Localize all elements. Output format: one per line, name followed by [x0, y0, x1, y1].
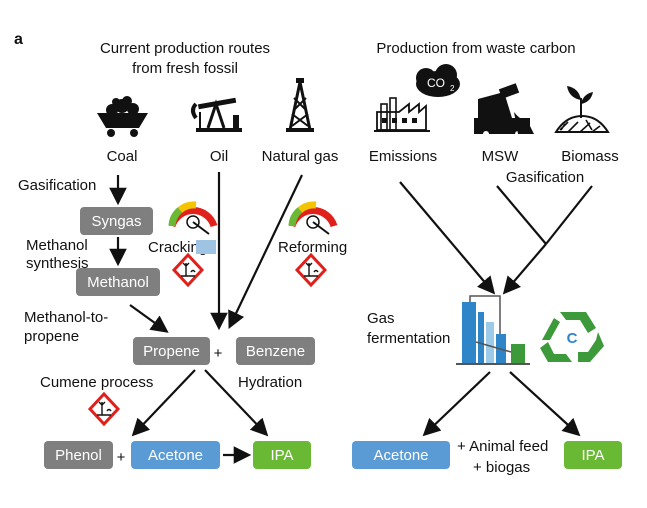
- reforming-energy-gauge-icon: [288, 201, 338, 235]
- right-heading: Production from waste carbon: [376, 40, 575, 57]
- arrow-propene-to-ipa: [204, 369, 269, 437]
- left-heading-line1: Current production routes: [100, 40, 270, 57]
- acetone-box-right: Acetone: [352, 441, 450, 469]
- gasification-label-right: Gasification: [506, 169, 584, 186]
- acetone-box-right-label: Acetone: [373, 447, 428, 464]
- methanol-box-label: Methanol: [87, 274, 149, 291]
- source-label-msw: MSW: [482, 148, 520, 165]
- methanol-to-propene-label-line2: propene: [24, 328, 79, 345]
- byproducts-label-line2: + biogas: [473, 459, 530, 476]
- ipa-box-right-label: IPA: [581, 447, 604, 464]
- methanol-synthesis-label-line2: synthesis: [26, 255, 89, 272]
- factory-emissions-icon: [374, 97, 430, 132]
- benzene-box-label: Benzene: [246, 343, 305, 360]
- syngas-box: Syngas: [80, 207, 153, 235]
- oil-pumpjack-icon: [191, 97, 242, 132]
- coal-cart-icon: [97, 96, 148, 137]
- byproducts-label-line1: + Animal feed: [457, 438, 548, 455]
- gas-fermentation-label-line2: fermentation: [367, 330, 450, 347]
- acetone-box-left-label: Acetone: [148, 447, 203, 464]
- arrow-methanol-to-propene: [129, 304, 169, 333]
- ipa-box-left: IPA: [253, 441, 311, 469]
- gas-fermenter-icon: [456, 295, 530, 365]
- benzene-box: Benzene: [236, 337, 315, 365]
- propene-box-label: Propene: [143, 343, 200, 360]
- source-label-coal: Coal: [107, 148, 138, 165]
- recycle-carbon-letter: C: [567, 330, 578, 347]
- cumene-process-label: Cumene process: [40, 374, 153, 391]
- methanol-box: Methanol: [76, 268, 160, 296]
- acetone-box-left: Acetone: [131, 441, 220, 469]
- gas-fermentation-label-line1: Gas: [367, 310, 395, 327]
- co2-subscript: 2: [450, 84, 455, 93]
- gasification-label-left: Gasification: [18, 177, 96, 194]
- environmental-hazard-icon-cumene: [87, 391, 121, 427]
- methanol-synthesis-label-line1: Methanol: [26, 237, 88, 254]
- phenol-box: Phenol: [44, 441, 113, 469]
- reforming-label: Reforming: [278, 239, 347, 256]
- arrow-emissions-to-fermentation: [399, 181, 496, 295]
- methanol-to-propene-label-line1: Methanol-to-: [24, 309, 108, 326]
- phenol-box-label: Phenol: [55, 447, 102, 464]
- arrow-fermentation-to-ipa: [509, 371, 581, 437]
- plus-propene-benzene: +: [214, 345, 223, 362]
- carbon-recycle-icon: C: [540, 312, 604, 362]
- source-label-emissions: Emissions: [369, 148, 437, 165]
- syngas-box-label: Syngas: [91, 213, 141, 230]
- panel-label: a: [14, 31, 23, 48]
- natural-gas-derrick-icon: [286, 78, 314, 132]
- arrow-gasification-to-fermentation: [502, 243, 547, 295]
- biomass-plant-icon: [554, 86, 610, 133]
- propene-box: Propene: [133, 337, 210, 365]
- co2-label: CO: [427, 76, 445, 90]
- hydration-label: Hydration: [238, 374, 302, 391]
- environmental-hazard-icon-reforming: [294, 252, 328, 288]
- cracking-energy-gauge-icon: [168, 201, 218, 254]
- source-label-biomass: Biomass: [561, 148, 619, 165]
- co2-cloud-icon: CO 2: [416, 64, 460, 97]
- environmental-hazard-icon-cracking: [171, 252, 205, 288]
- ipa-box-right: IPA: [564, 441, 622, 469]
- line-biomass-to-gasification: [545, 185, 593, 245]
- cracking-label: Cracking: [148, 239, 207, 256]
- arrow-propene-to-phenol: [131, 369, 196, 437]
- left-heading-line2: from fresh fossil: [132, 60, 238, 77]
- line-msw-to-gasification: [496, 185, 547, 245]
- source-label-natural-gas: Natural gas: [262, 148, 339, 165]
- source-label-oil: Oil: [210, 148, 228, 165]
- ipa-box-left-label: IPA: [270, 447, 293, 464]
- msw-garbage-truck-icon: [474, 83, 534, 137]
- arrow-fermentation-to-acetone: [422, 371, 491, 437]
- plus-phenol-acetone: +: [117, 449, 126, 466]
- arrow-natural-gas-to-propene: [228, 174, 303, 329]
